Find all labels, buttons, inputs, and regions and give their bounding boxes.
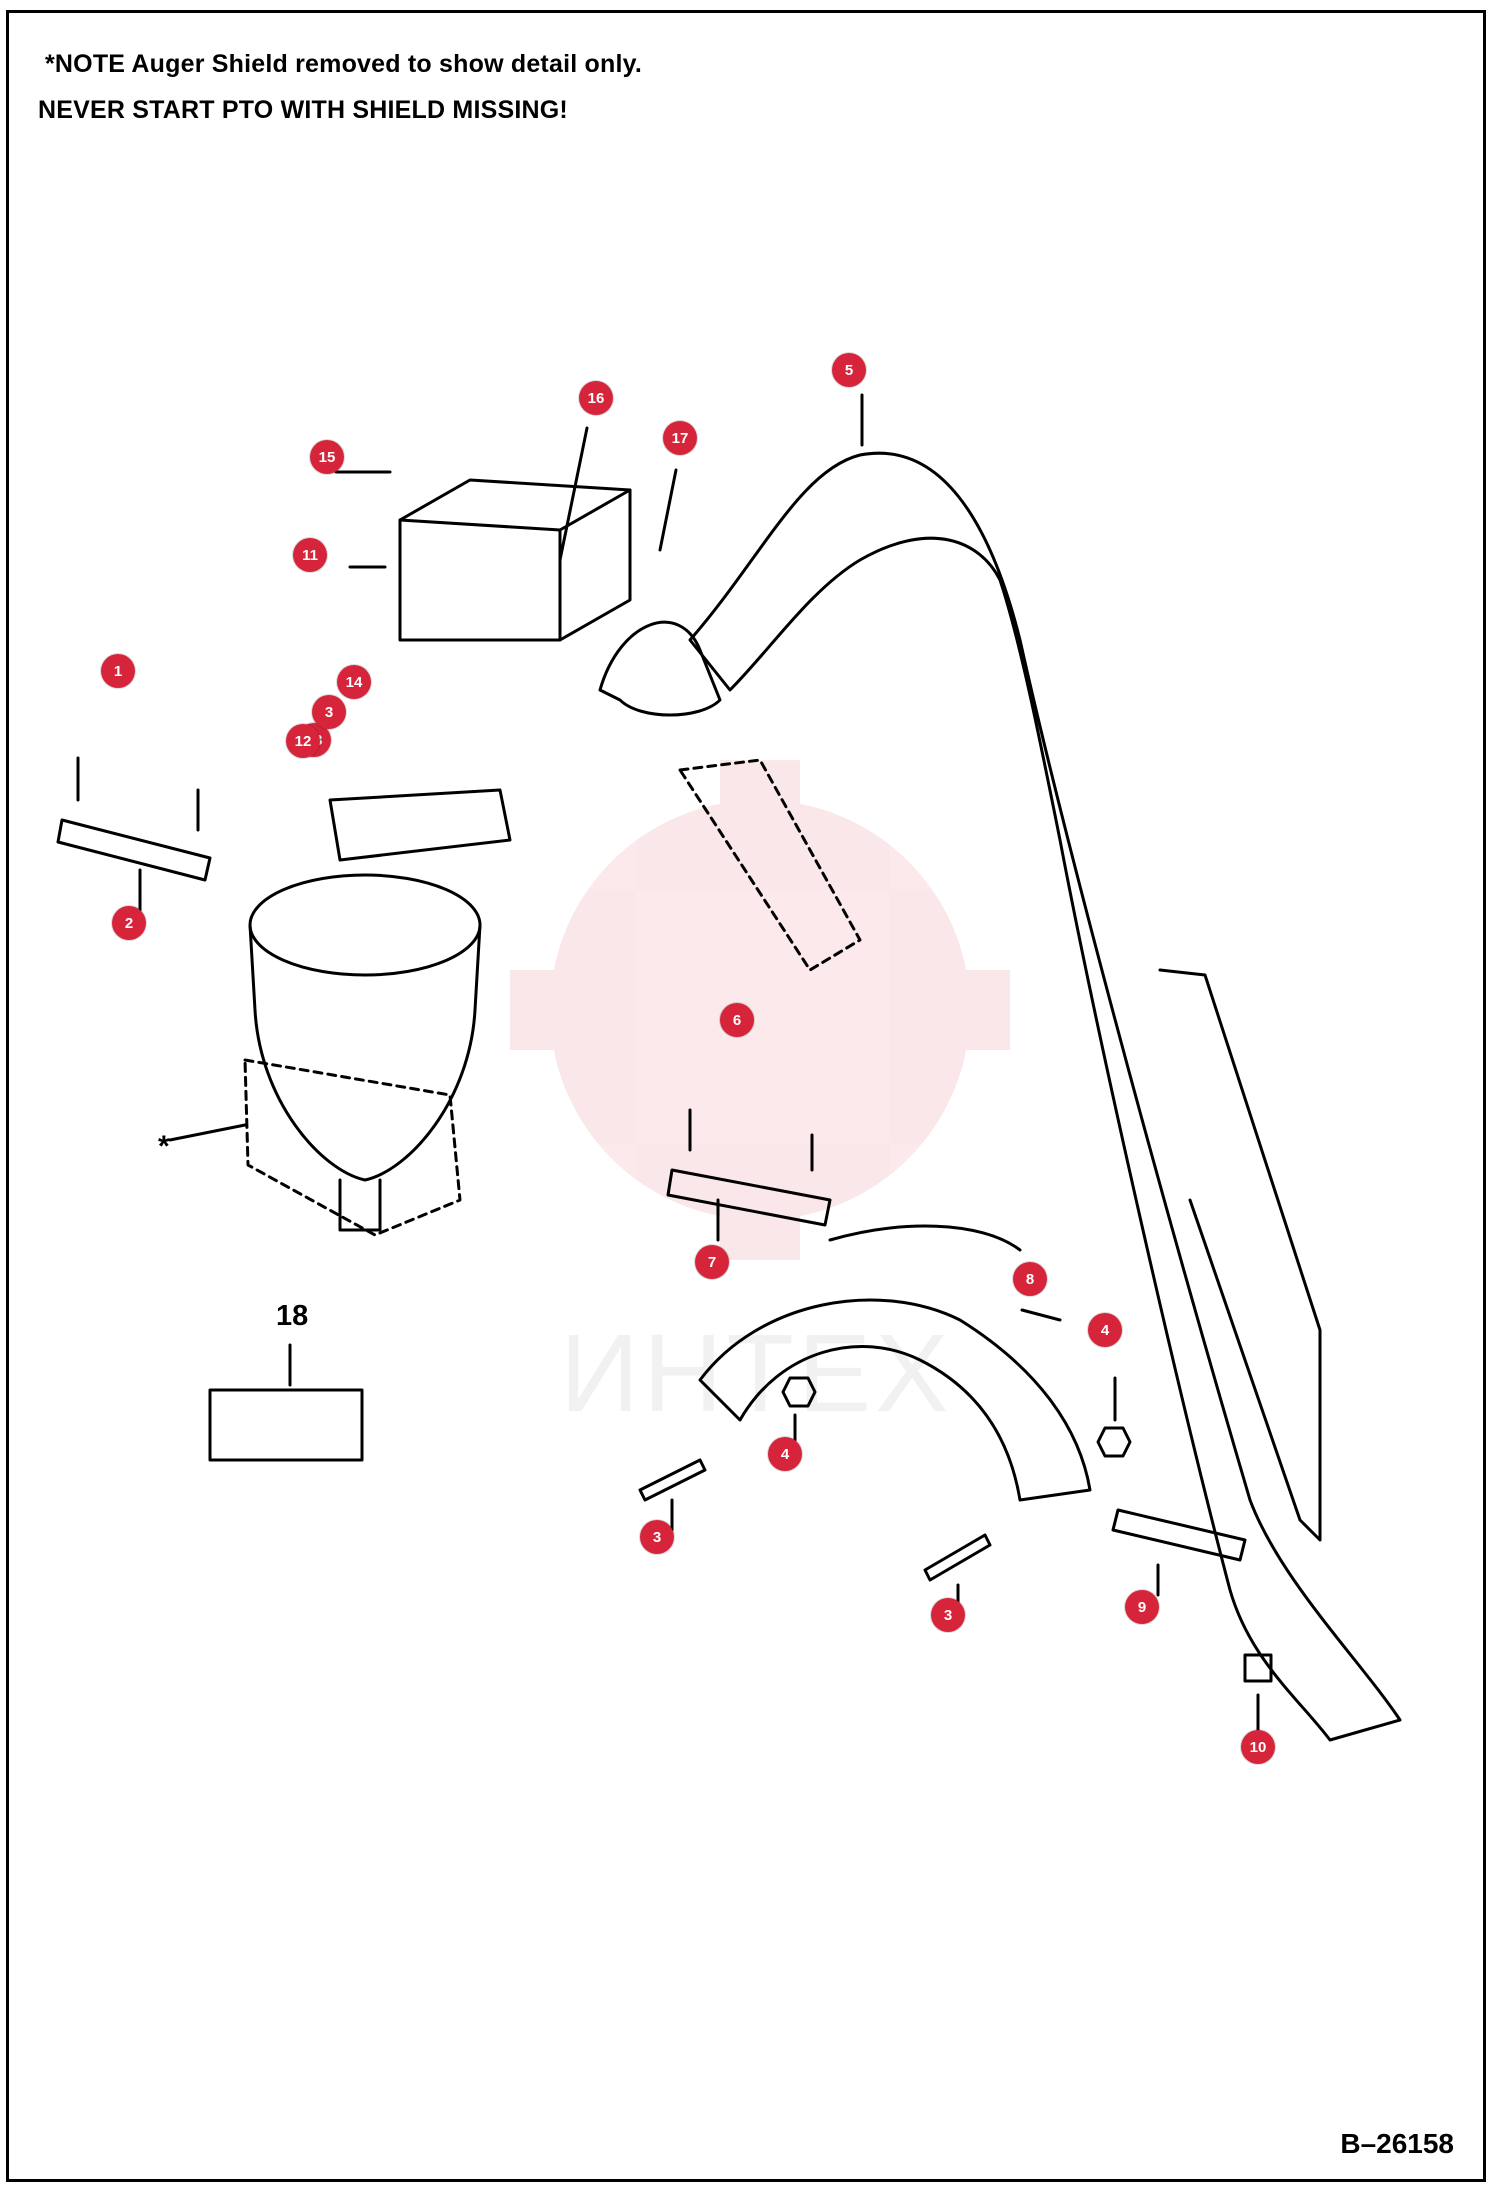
boom-arm-part-5	[688, 451, 1402, 1742]
pin-part-2	[56, 818, 212, 882]
callout-4-a[interactable]: 4	[768, 1437, 802, 1471]
note-line-2: NEVER START PTO WITH SHIELD MISSING!	[38, 96, 568, 124]
bolt-part-3-b	[923, 1533, 992, 1582]
shield-asterisk-label: *	[158, 1130, 170, 1163]
callout-16[interactable]: 16	[579, 381, 613, 415]
callout-6[interactable]: 6	[720, 1003, 754, 1037]
nut-part-4-a	[781, 1376, 817, 1408]
lower-arm-part-8	[698, 1298, 1092, 1502]
callout-14[interactable]: 14	[337, 665, 371, 699]
callout-9[interactable]: 9	[1125, 1590, 1159, 1624]
gearbox-housing	[248, 873, 482, 977]
callout-10[interactable]: 10	[1241, 1730, 1275, 1764]
callout-5[interactable]: 5	[832, 353, 866, 387]
callout-2[interactable]: 2	[112, 906, 146, 940]
bushing-part-10	[1243, 1653, 1273, 1683]
boom-side-plate	[1158, 968, 1322, 1542]
callout-8[interactable]: 8	[1013, 1262, 1047, 1296]
watermark-gear-icon	[510, 760, 1010, 1260]
callout-12[interactable]: 12	[286, 724, 320, 758]
pin-part-7	[666, 1168, 832, 1227]
diagram-frame	[6, 10, 1486, 2182]
callout-4-b[interactable]: 4	[1088, 1313, 1122, 1347]
nut-part-4-b	[1096, 1426, 1132, 1458]
drawing-reference-number: B–26158	[1340, 2128, 1454, 2159]
callout-15[interactable]: 15	[310, 440, 344, 474]
bolt-part-3-a	[638, 1458, 707, 1502]
driveline-dashed	[678, 758, 862, 972]
pin-part-9	[1111, 1508, 1247, 1562]
boom-yoke	[598, 620, 722, 717]
callout-3-a[interactable]: 3	[640, 1520, 674, 1554]
box-label-18: 18	[276, 1300, 309, 1332]
bracket-part-11	[398, 478, 632, 642]
callout-13-alt[interactable]: 3	[312, 695, 346, 729]
callout-7[interactable]: 7	[695, 1245, 729, 1279]
note-line-1: *NOTE Auger Shield removed to show detai…	[45, 50, 642, 78]
callout-11[interactable]: 11	[293, 538, 327, 572]
callout-3-b[interactable]: 3	[931, 1598, 965, 1632]
callout-1[interactable]: 1	[101, 654, 135, 688]
callout-17[interactable]: 17	[663, 421, 697, 455]
plate-part-12	[328, 788, 512, 862]
auger-shield-dashed	[243, 1058, 462, 1237]
decal-box-part-18	[208, 1388, 364, 1462]
